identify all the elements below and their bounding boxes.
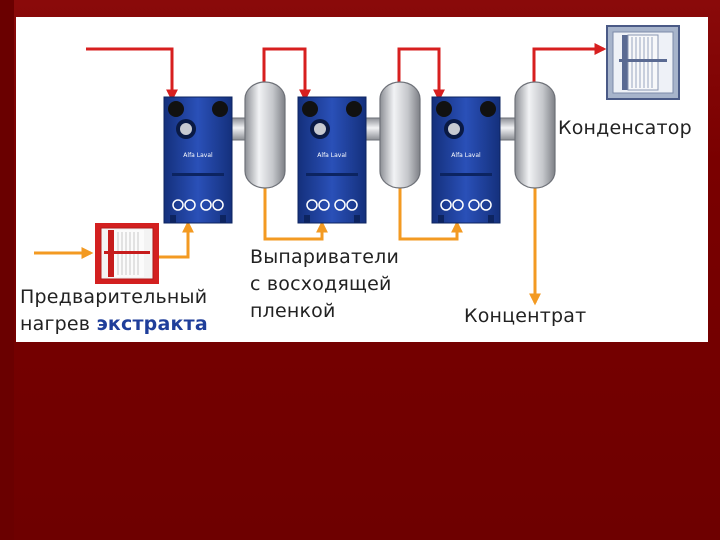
separator-2	[379, 81, 421, 189]
evaporator-2: Alfa Laval	[297, 96, 367, 224]
evaporators-label-line1: Выпариватели	[250, 246, 400, 268]
diagram-panel: Alfa Laval Alfa Laval Alfa Laval	[16, 17, 708, 342]
heating-lines	[86, 43, 607, 102]
separator2-to-evaporator3-line	[398, 188, 463, 241]
preheat-label-line2: нагрев экстракта	[20, 313, 208, 335]
preheat-label-line1: Предварительный	[20, 286, 208, 308]
preheat-label-heating: нагрев	[20, 313, 91, 335]
vapour-line-1	[262, 47, 311, 102]
separator1-to-evaporator2-line	[263, 188, 328, 241]
evaporator-1: Alfa Laval	[163, 96, 233, 224]
evaporators-label-line2: с восходящей	[250, 273, 392, 295]
separator-3	[514, 81, 556, 189]
condenser-label: Конденсатор	[558, 117, 692, 139]
svg-text:Alfa Laval: Alfa Laval	[451, 152, 481, 159]
slide-accent-band	[0, 0, 14, 540]
heating-line-1	[86, 47, 178, 102]
condenser-icon	[606, 25, 680, 100]
separator-1	[244, 81, 286, 189]
preheater-to-evaporator-line	[159, 220, 194, 259]
vapour-to-condenser-line	[532, 43, 607, 91]
process-diagram: Alfa Laval Alfa Laval Alfa Laval	[34, 25, 680, 306]
evaporator-3: Alfa Laval	[431, 96, 501, 224]
preheater-icon	[95, 223, 159, 284]
product-lines	[34, 188, 541, 306]
vapour-line-2	[397, 47, 445, 102]
preheat-label-extract: экстракта	[96, 313, 208, 335]
svg-text:Alfa Laval: Alfa Laval	[317, 152, 347, 159]
evaporators-label-line3: пленкой	[250, 300, 336, 322]
concentrate-label: Концентрат	[464, 305, 587, 327]
svg-text:Alfa Laval: Alfa Laval	[183, 152, 213, 159]
